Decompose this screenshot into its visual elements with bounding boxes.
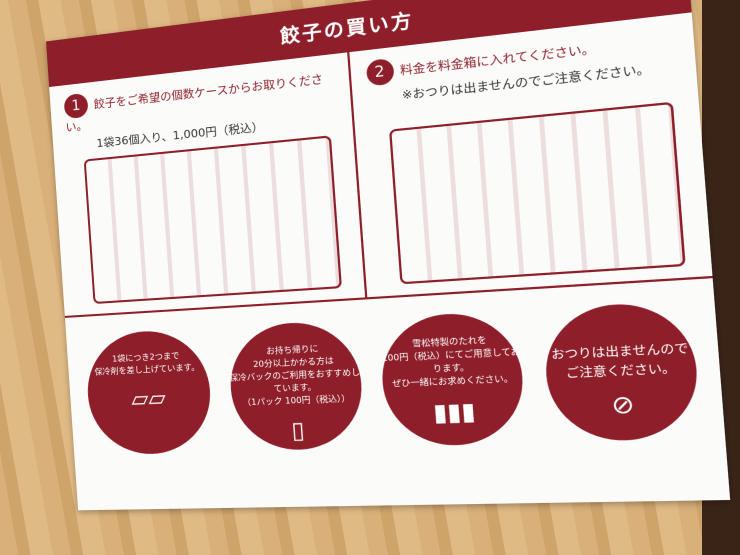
- note-text: ご注意ください。: [565, 359, 676, 382]
- gyoza-case-illustration: [84, 135, 342, 304]
- step-number: 1: [63, 93, 88, 120]
- note-no-change: おつりは出ませんので ご注意ください。 ⊘: [541, 300, 702, 442]
- sauce-bottle-icon: ▮▮▮: [432, 394, 477, 432]
- bag-icon: ▯: [290, 414, 306, 449]
- step-2: 2料金を料金箱に入れてください。 ※おつりは出ませんのでご注意ください。: [347, 12, 713, 297]
- instruction-sign: 餃子の買い方 1餃子をご希望の個数ケースからお取りください。 1袋36個入り、1…: [46, 0, 730, 510]
- no-coins-icon: ⊘: [610, 387, 636, 425]
- note-ice-pack: 1袋につき2つまで 保冷剤を差し上げています。 ▱▱: [84, 328, 214, 456]
- step-1: 1餃子をご希望の個数ケースからお取りください。 1袋36個入り、1,000円（税…: [49, 52, 364, 315]
- note-text: 保冷剤を差し上げています。: [94, 361, 200, 378]
- payment-box-illustration: [388, 102, 685, 285]
- step-number: 2: [365, 58, 394, 87]
- note-sauce: 雪松特製のたれを 100円（税込）にてご用意しております。 ぜひ一緒にお求めくだ…: [378, 310, 527, 447]
- note-cooler-bag: お持ち帰りに 20分以上かかる方は 保冷バックのご利用をおすすめしています。 （…: [226, 319, 365, 451]
- ice-pack-icon: ▱▱: [130, 382, 167, 417]
